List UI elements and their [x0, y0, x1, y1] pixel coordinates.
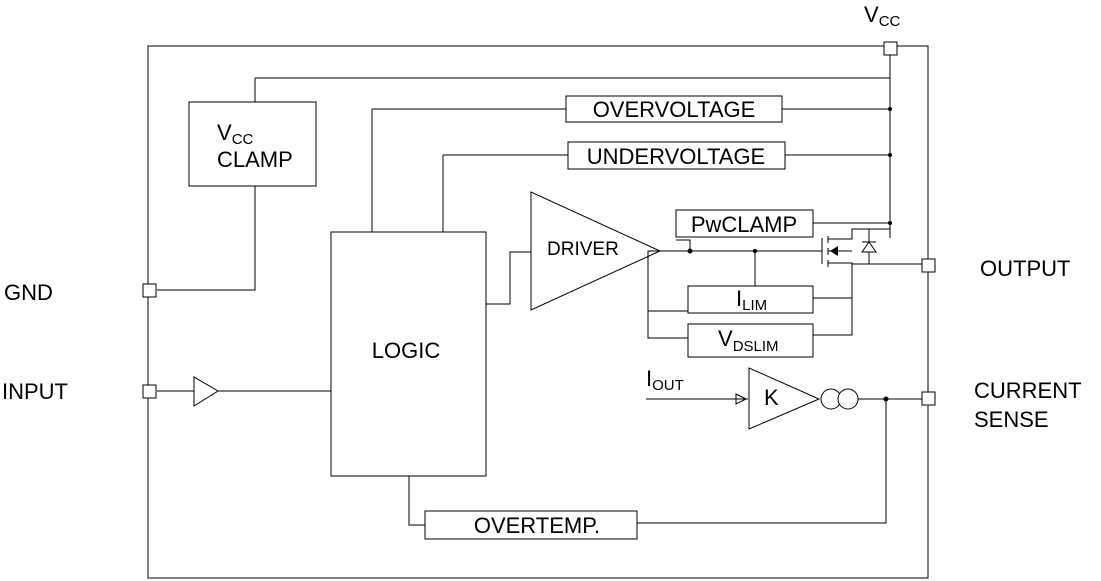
- overtemp-block: [424, 510, 638, 540]
- current-sense-label-1: CURRENT: [974, 378, 1082, 403]
- pwclamp-label: PwCLAMP: [691, 212, 797, 237]
- gnd-pin: [142, 283, 157, 298]
- driver-amplifier: [530, 191, 662, 311]
- vcc-clamp-block: [188, 101, 317, 187]
- driver-label: DRIVER: [547, 239, 619, 260]
- logic-block: [330, 231, 487, 477]
- logic-label: LOGIC: [372, 338, 441, 363]
- undervoltage-label: UNDERVOLTAGE: [587, 144, 765, 169]
- output-pin-label: OUTPUT: [980, 256, 1070, 281]
- vcc-clamp-label-1: VCC: [217, 120, 254, 148]
- vcc-rail: [254, 54, 892, 238]
- overtemp-label: OVERTEMP.: [474, 513, 600, 538]
- vcc-clamp-label-2: CLAMP: [217, 147, 293, 172]
- k-amplifier: [748, 367, 821, 430]
- input-pin: [142, 384, 157, 399]
- pwclamp-block: [675, 209, 814, 238]
- k-label: K: [764, 385, 779, 410]
- input-buffer: [193, 376, 219, 407]
- ilim-block: [687, 285, 814, 314]
- current-sense-label-2: SENSE: [974, 407, 1049, 432]
- vcc-pin-label: VCC: [864, 2, 901, 30]
- undervoltage-block: [567, 141, 786, 170]
- vdslim-block: [687, 323, 814, 358]
- overvoltage-block: [565, 95, 783, 123]
- vdslim-label: VDSLIM: [718, 326, 779, 355]
- overvoltage-label: OVERVOLTAGE: [593, 97, 756, 122]
- power-mosfet: [813, 228, 922, 336]
- input-pin-label: INPUT: [2, 379, 68, 404]
- gnd-pin-label: GND: [4, 280, 53, 305]
- chip-boundary: [147, 45, 929, 579]
- iout-label: IOUT: [646, 366, 684, 394]
- output-pin: [921, 258, 936, 273]
- vcc-pin: [883, 41, 898, 56]
- current-source-right: [837, 388, 859, 410]
- gate-net: [647, 239, 822, 339]
- current-sense-pin: [921, 391, 936, 406]
- ilim-label: ILIM: [736, 286, 767, 314]
